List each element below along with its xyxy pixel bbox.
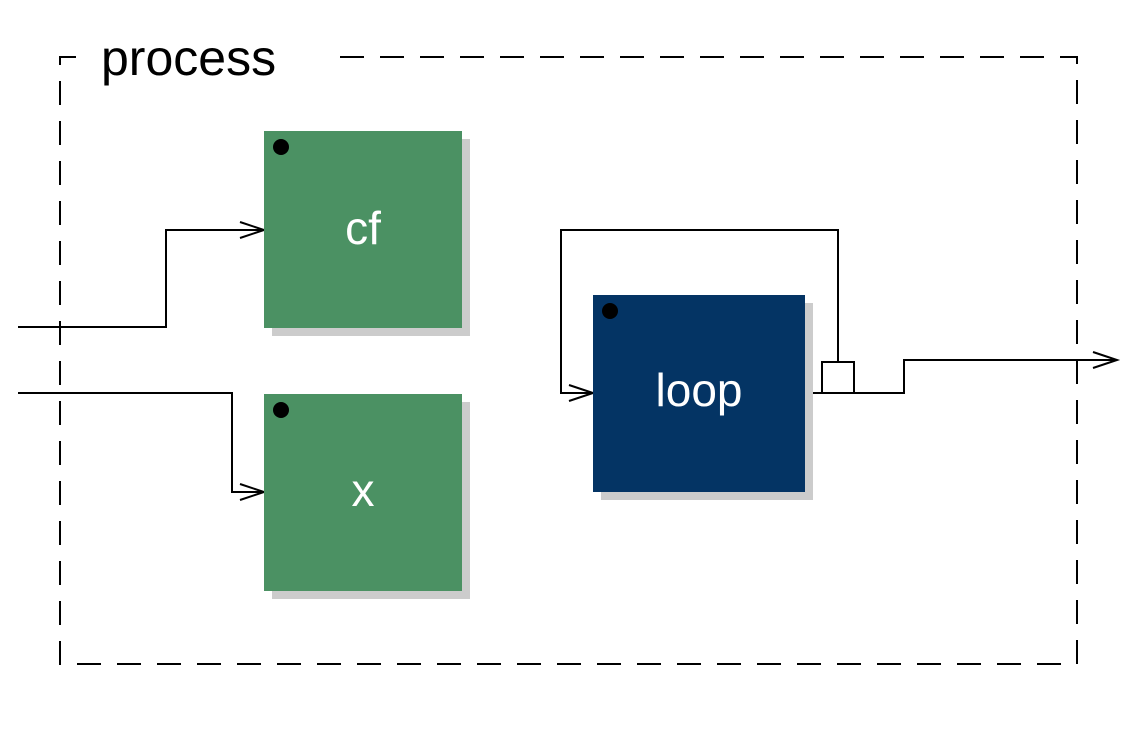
- block-x-body: [264, 394, 462, 591]
- wire-input-1-to-cf: [18, 229, 264, 328]
- block-cf[interactable]: cf: [264, 131, 470, 336]
- block-x-label: x: [352, 464, 375, 516]
- block-x[interactable]: x: [264, 394, 470, 599]
- delay-box: [821, 361, 855, 394]
- arrow-head-output: [1092, 351, 1121, 369]
- wire-input-2-to-x: [18, 392, 264, 493]
- block-cf-label: cf: [345, 202, 381, 254]
- wires: [18, 221, 1121, 501]
- group-frame: [59, 56, 1078, 665]
- block-loop[interactable]: loop: [593, 295, 813, 500]
- group-title: process: [101, 30, 276, 86]
- block-loop-label: loop: [656, 364, 743, 416]
- block-x-marker-dot: [273, 402, 289, 418]
- block-loop-body: [593, 295, 805, 492]
- process-group: process: [59, 30, 1078, 665]
- block-cf-body: [264, 131, 462, 328]
- block-cf-marker-dot: [273, 139, 289, 155]
- block-loop-marker-dot: [602, 303, 618, 319]
- wire-feedback-loop: [560, 229, 839, 394]
